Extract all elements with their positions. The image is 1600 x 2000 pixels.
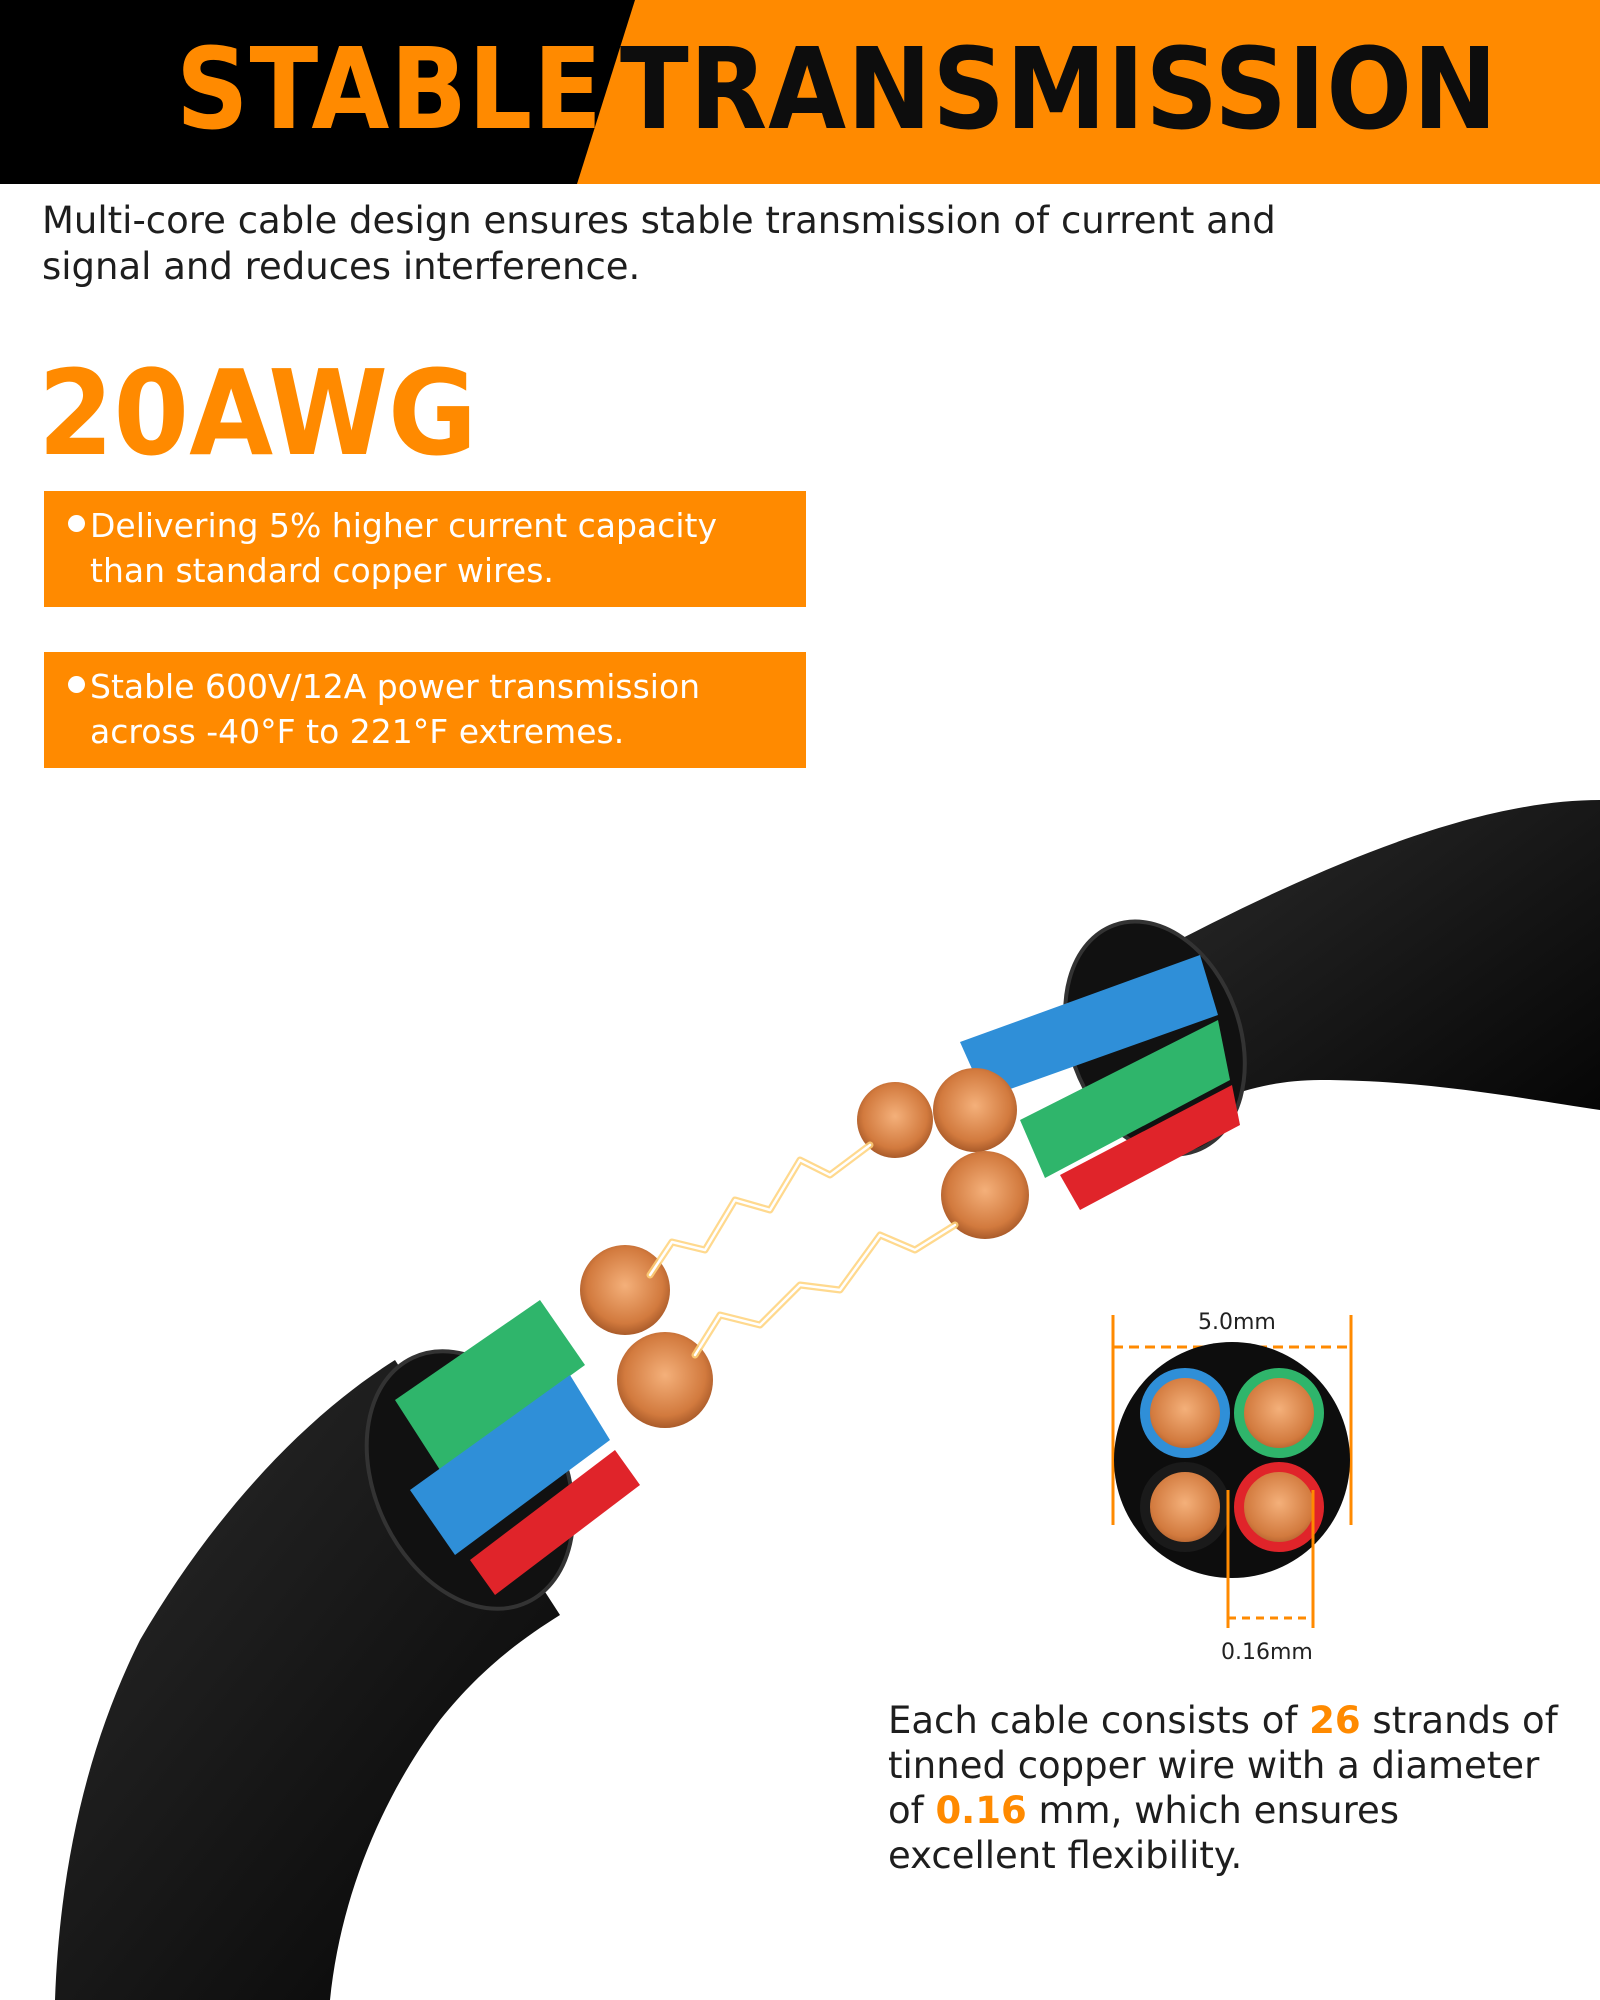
core-green-section <box>1234 1368 1324 1458</box>
upper-copper-strand <box>857 1082 933 1158</box>
cable-illustration <box>55 800 1600 2000</box>
cable-cross-section: 5.0mm 0.16mm <box>1085 1300 1365 1680</box>
strand-diameter-value: 0.16 <box>935 1789 1027 1832</box>
feature-text: Delivering 5% higher current capacity th… <box>90 506 717 590</box>
caption-text: strands of tinned copper wire with a dia… <box>888 1699 1558 1832</box>
feature-box-current-capacity: Delivering 5% higher current capacity th… <box>44 491 806 607</box>
upper-copper-strand <box>941 1151 1029 1239</box>
cross-section-diagram <box>1111 1315 1353 1628</box>
upper-core-red <box>1060 1085 1240 1210</box>
strand-caption: Each cable consists of 26 strands of tin… <box>888 1698 1568 1878</box>
cable-jacket-section <box>1114 1342 1350 1578</box>
bullet-dot-icon <box>68 676 85 693</box>
upper-jacket <box>1150 800 1600 1125</box>
bullet-dot-icon <box>68 515 85 532</box>
outer-diameter-label: 5.0mm <box>1198 1310 1276 1335</box>
feature-box-power-transmission: Stable 600V/12A power transmission acros… <box>44 652 806 768</box>
core-blue-section <box>1140 1368 1230 1458</box>
upper-copper-strand <box>933 1068 1017 1152</box>
caption-text: Each cable consists of <box>888 1699 1310 1742</box>
banner-accent-panel <box>577 0 1600 184</box>
lightning-icon <box>646 1141 959 1359</box>
banner-background <box>0 0 1600 184</box>
caption-text: mm, which ensures excellent flexibility. <box>888 1789 1400 1877</box>
banner-title-left: STABLE <box>176 25 603 155</box>
lower-copper-strand <box>580 1245 670 1335</box>
feature-text: Stable 600V/12A power transmission acros… <box>90 667 701 751</box>
strand-diameter-label: 0.16mm <box>1221 1640 1313 1665</box>
lower-cable-end <box>55 1245 713 2000</box>
banner-title-right: TRANSMISSION <box>620 25 1499 155</box>
intro-text: Multi-core cable design ensures stable t… <box>42 199 1276 288</box>
upper-cable-end <box>857 800 1600 1239</box>
core-red-section <box>1234 1462 1324 1552</box>
upper-core-green <box>1020 1020 1230 1178</box>
lower-core-blue <box>410 1375 610 1555</box>
lower-copper-strand <box>617 1332 713 1428</box>
wire-gauge-heading: 20AWG <box>38 344 478 482</box>
title-banner: STABLE TRANSMISSION <box>0 0 1600 184</box>
lower-core-red <box>470 1450 640 1595</box>
core-black-section <box>1140 1462 1230 1552</box>
strand-count: 26 <box>1309 1699 1361 1742</box>
lower-core-green <box>395 1300 585 1470</box>
upper-core-blue <box>960 955 1218 1098</box>
